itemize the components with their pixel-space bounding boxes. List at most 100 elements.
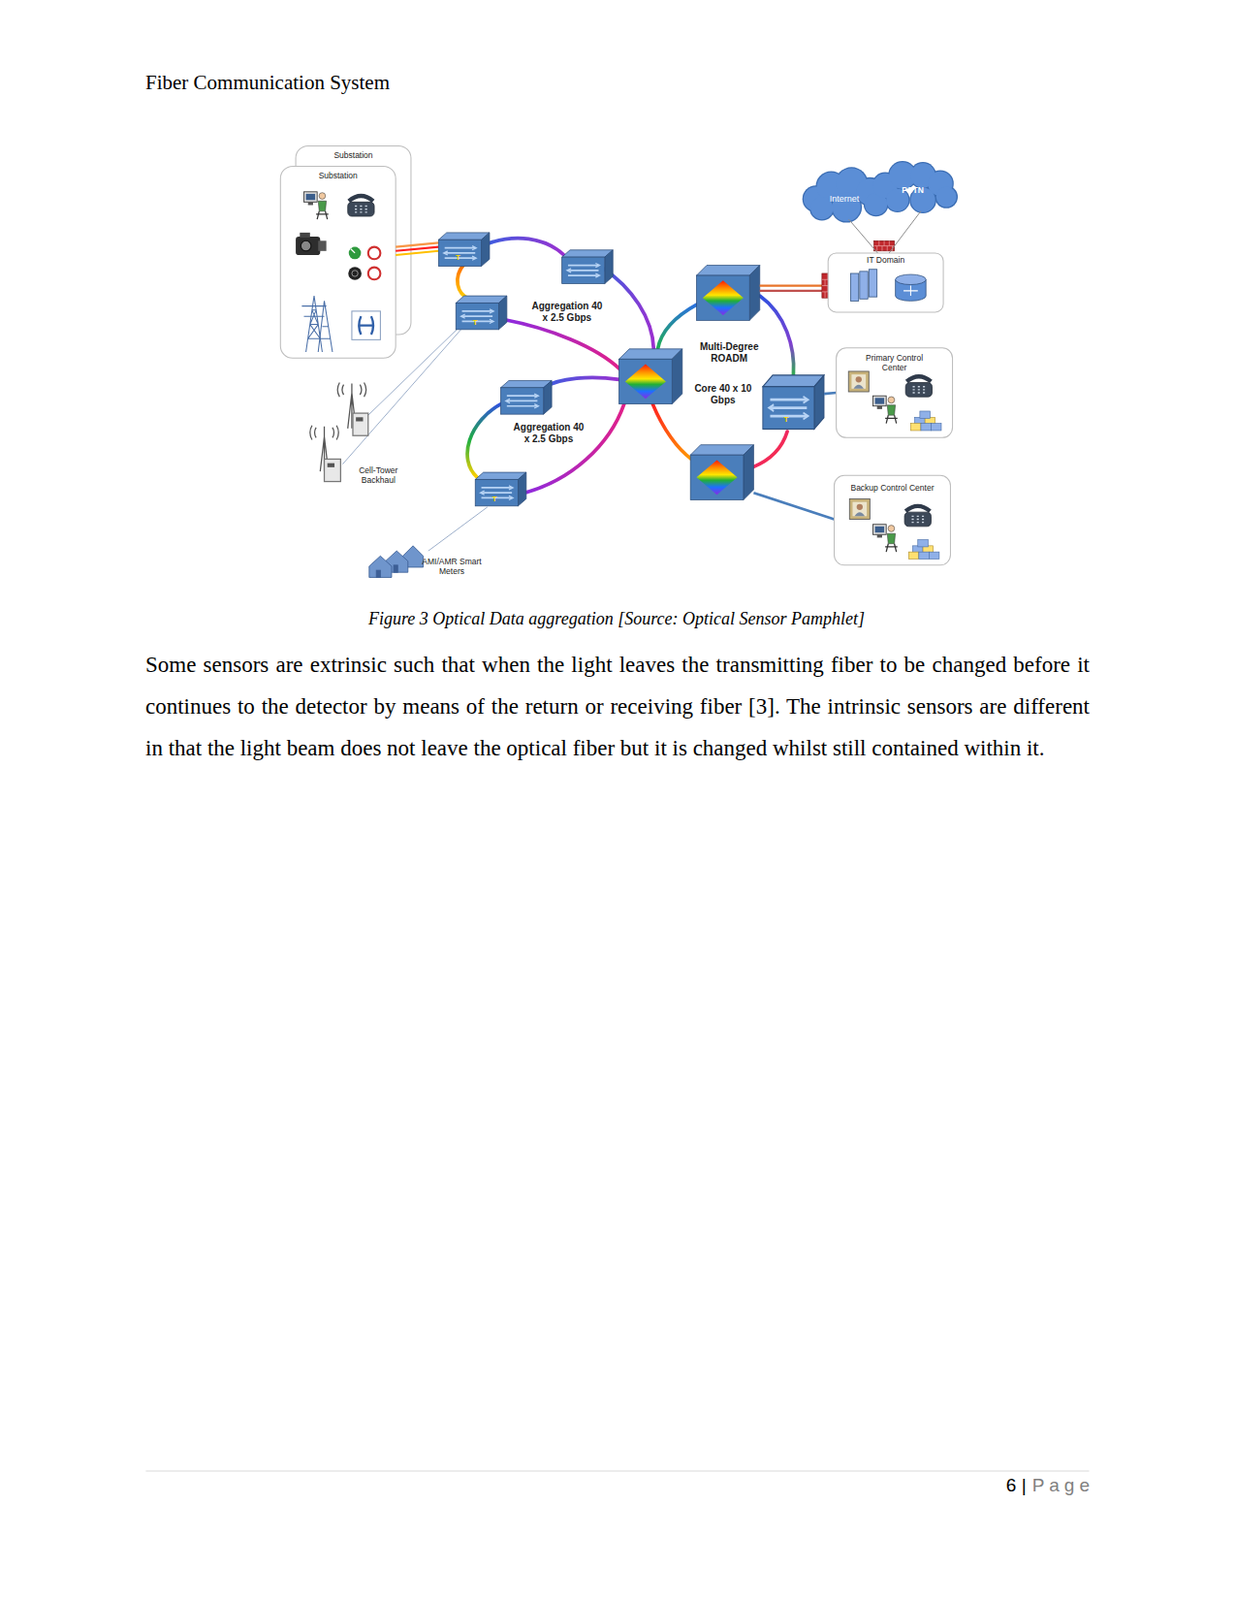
server-icons bbox=[850, 269, 926, 302]
backhaul-links bbox=[342, 329, 461, 465]
camera-icon bbox=[300, 240, 312, 252]
cell-tower bbox=[327, 463, 335, 468]
protection-relay-symbol bbox=[358, 316, 374, 335]
camera-icon bbox=[317, 240, 326, 252]
optical-switch bbox=[438, 232, 824, 507]
gauge-icons bbox=[350, 249, 355, 254]
site-box bbox=[827, 253, 944, 313]
fiber-ring bbox=[503, 318, 621, 370]
optical-switch bbox=[562, 250, 614, 285]
backhaul-links bbox=[367, 327, 460, 417]
switch-tag: T bbox=[488, 494, 501, 505]
cloud-link bbox=[888, 211, 921, 254]
fiber-ring bbox=[760, 295, 794, 376]
control-center-icons bbox=[910, 411, 942, 431]
network-cloud bbox=[936, 187, 957, 208]
substation-fiber-link bbox=[395, 247, 439, 252]
page-number: 6 | bbox=[1006, 1474, 1027, 1497]
fiber-ring bbox=[521, 404, 625, 495]
server-icons bbox=[903, 285, 919, 297]
protection-relay-symbol bbox=[351, 311, 381, 340]
fiber-ring bbox=[467, 403, 504, 478]
network-cloud bbox=[803, 161, 957, 222]
node-text: IT Domain bbox=[827, 254, 944, 265]
server-icons bbox=[895, 274, 927, 286]
fiber-ring bbox=[652, 404, 692, 460]
transmission-tower bbox=[306, 295, 323, 352]
site-label: Cell-Tower Backhaul bbox=[348, 465, 408, 485]
site-links bbox=[824, 392, 837, 394]
control-center-icons bbox=[905, 376, 932, 397]
node-text: Primary Control Center bbox=[858, 352, 931, 373]
figure-caption: Figure 3 Optical Data aggregation [Sourc… bbox=[180, 608, 1053, 631]
control-center-box: Primary Control Center bbox=[836, 348, 953, 439]
cell-tower bbox=[337, 382, 366, 398]
node-text: Internet bbox=[829, 193, 860, 205]
switch-tag: T bbox=[469, 317, 481, 328]
page-word: Page bbox=[1032, 1474, 1095, 1497]
optical-switch bbox=[475, 472, 527, 507]
backhaul-links bbox=[428, 507, 488, 551]
backhaul-links bbox=[342, 327, 487, 551]
body-paragraph: Some sensors are extrinsic such that whe… bbox=[145, 643, 1090, 769]
server-icons bbox=[850, 273, 858, 301]
fiber-ring bbox=[457, 264, 470, 300]
gauge-icons bbox=[348, 266, 362, 281]
footer-rule bbox=[145, 1469, 1089, 1471]
roadm-device bbox=[619, 348, 683, 405]
substation-cards bbox=[280, 145, 412, 358]
site-links bbox=[760, 289, 824, 292]
core-label: Core 40 x 10 Gbps bbox=[688, 382, 759, 407]
control-center-box: Backup Control Center bbox=[834, 475, 951, 566]
running-header: Fiber Communication System bbox=[145, 70, 390, 96]
optical-switch bbox=[501, 380, 553, 414]
switch-tag: T bbox=[780, 414, 793, 425]
control-center-icons bbox=[904, 506, 931, 527]
site-links bbox=[760, 285, 824, 287]
it-domain-box: IT Domain bbox=[827, 253, 944, 313]
node-text: Substation bbox=[295, 150, 412, 160]
internet-cloud: Internet bbox=[800, 178, 888, 220]
cell-tower bbox=[355, 416, 363, 421]
cell-tower bbox=[324, 458, 342, 481]
substation-icons bbox=[295, 191, 381, 352]
optical-switch bbox=[438, 232, 490, 267]
camera-icon bbox=[295, 236, 320, 255]
pstn-cloud: PSTN bbox=[871, 168, 953, 212]
network-cloud bbox=[802, 160, 958, 223]
site-links bbox=[753, 285, 836, 520]
camera-icon bbox=[299, 232, 311, 238]
site-links bbox=[753, 492, 834, 519]
substation-icons bbox=[303, 191, 328, 220]
roadm-device bbox=[619, 265, 761, 501]
node-text: Backup Control Center bbox=[834, 482, 951, 493]
cell-tower bbox=[352, 412, 369, 436]
cloud-link bbox=[849, 219, 879, 254]
roadm-device bbox=[697, 265, 761, 321]
optical-switch bbox=[455, 295, 508, 330]
gauge-icons bbox=[351, 270, 358, 277]
gauge-icons bbox=[368, 247, 381, 260]
control-center-icons bbox=[848, 371, 869, 392]
cell-tower bbox=[310, 425, 339, 441]
roadm-label: Multi-Degree ROADM bbox=[692, 341, 766, 365]
substation-icons bbox=[348, 195, 375, 217]
gauge-icons bbox=[348, 247, 381, 281]
switch-tag: T bbox=[451, 253, 464, 263]
smart-meter-houses bbox=[393, 565, 398, 572]
site-label: AMI/AMR Smart Meters bbox=[421, 556, 482, 576]
ring-label: Aggregation 40 x 2.5 Gbps bbox=[530, 300, 604, 324]
gauge-icons bbox=[348, 247, 362, 260]
substation-cards bbox=[280, 166, 396, 359]
roadm-device bbox=[690, 444, 754, 501]
smart-meter-houses bbox=[369, 555, 392, 577]
smart-meter-houses bbox=[369, 545, 424, 578]
transmission-tower bbox=[301, 295, 333, 352]
server-icons bbox=[859, 271, 868, 299]
node-text: PSTN bbox=[901, 185, 924, 195]
site-box bbox=[827, 253, 952, 566]
optical-switch bbox=[762, 375, 824, 430]
control-center-icons bbox=[872, 395, 897, 423]
